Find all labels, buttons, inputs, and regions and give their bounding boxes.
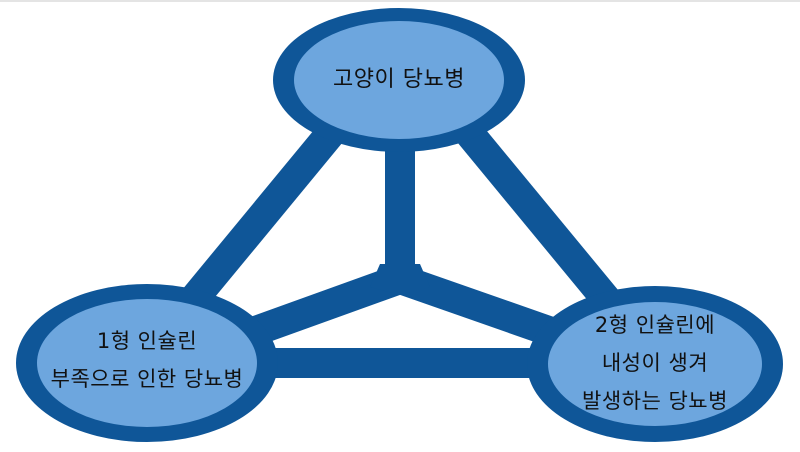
node-right-line-3: 발생하는 당뇨병 <box>582 389 728 413</box>
node-right-line-2: 내성이 생겨 <box>601 351 709 375</box>
node-right-fill <box>548 302 762 426</box>
node-top-line-1: 고양이 당뇨병 <box>333 67 465 92</box>
node-top-label: 고양이 당뇨병 <box>299 60 499 100</box>
connector-top-left <box>163 112 352 332</box>
node-right-line-1: 2형 인슐린에 <box>594 313 716 337</box>
node-left-fill <box>37 299 257 427</box>
connector-top-right <box>448 112 637 332</box>
node-right-label: 2형 인슐린에 내성이 생겨 발생하는 당뇨병 <box>545 304 765 422</box>
center-hub <box>370 264 430 295</box>
node-left-line-1: 1형 인슐린 <box>96 329 198 353</box>
node-left-label: 1형 인슐린 부족으로 인한 당뇨병 <box>37 320 257 400</box>
node-left-line-2: 부족으로 인한 당뇨병 <box>50 367 244 391</box>
node-top-fill <box>294 21 504 139</box>
